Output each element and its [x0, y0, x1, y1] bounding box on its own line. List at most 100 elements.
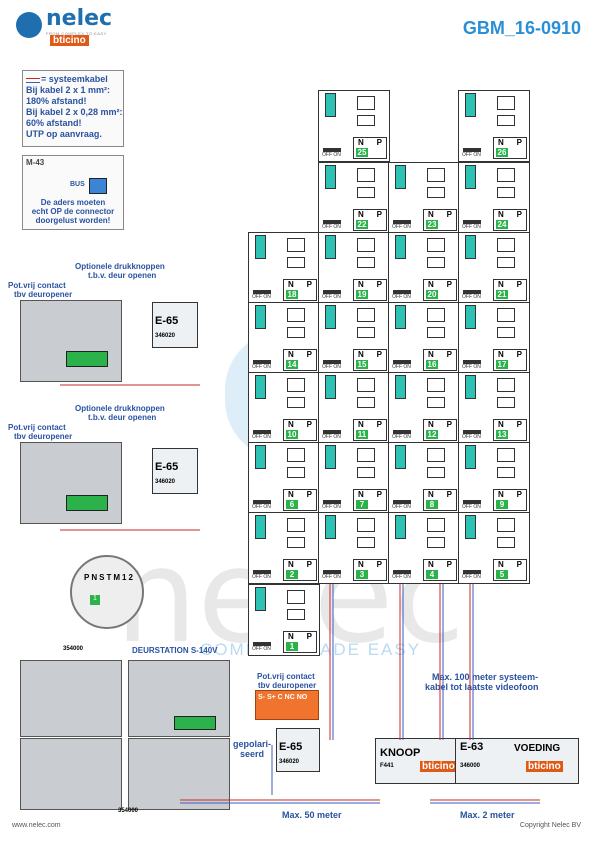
n-label: N	[428, 280, 434, 289]
unit-terminal-icon	[395, 165, 406, 189]
monitor-icon	[357, 308, 375, 322]
legend-line-2: Bij kabel 2 x 1 mm²:	[26, 85, 111, 95]
offon-label: OFF ON	[462, 294, 481, 300]
m43-box: M-43 BUS De aders moeten echt OP de conn…	[22, 155, 124, 230]
offon-switch-icon	[393, 360, 411, 364]
n-label: N	[288, 350, 294, 359]
n-label: N	[498, 490, 504, 499]
offon-switch-icon	[253, 360, 271, 364]
offon-label: OFF ON	[462, 504, 481, 510]
bticino-logo: bticino	[50, 35, 89, 46]
handset-icon	[497, 115, 515, 126]
legend-line-1: = systeemkabel	[41, 74, 108, 84]
n-label: N	[358, 280, 364, 289]
unit-terminal-icon	[325, 235, 336, 259]
offon-switch-icon	[253, 642, 271, 646]
m43-text-1: De aders moeten	[40, 198, 106, 207]
offon-label: OFF ON	[322, 574, 341, 580]
offon-switch-icon	[323, 148, 341, 152]
handset-icon	[357, 187, 375, 198]
logo-text: nelec	[46, 6, 113, 31]
offon-label: OFF ON	[322, 434, 341, 440]
handset-icon	[357, 467, 375, 478]
upper-psu-label: E-65	[155, 315, 179, 327]
p-label: P	[376, 350, 382, 359]
offon-switch-icon	[393, 290, 411, 294]
unit-terminal-icon	[465, 165, 476, 189]
p-label: P	[446, 490, 452, 499]
monitor-icon	[497, 96, 515, 110]
p-label: P	[306, 560, 312, 569]
offon-label: OFF ON	[462, 434, 481, 440]
monitor-icon	[357, 238, 375, 252]
unit-number: 8	[426, 500, 438, 509]
lower-psu-code: 346020	[155, 479, 176, 485]
n-label: N	[498, 420, 504, 429]
n-label: N	[498, 210, 504, 219]
monitor-icon	[287, 448, 305, 462]
zoom-selected-terminal: 1	[90, 595, 100, 605]
unit-number: 13	[496, 430, 508, 439]
unit-number: 1	[286, 642, 298, 651]
monitor-icon	[497, 448, 515, 462]
offon-label: OFF ON	[462, 574, 481, 580]
handset-icon	[357, 327, 375, 338]
n-label: N	[288, 632, 294, 641]
handset-icon	[357, 537, 375, 548]
offon-label: OFF ON	[392, 574, 411, 580]
unit-terminal-icon	[325, 305, 336, 329]
unit-number: 26	[496, 148, 508, 157]
upper-opt-label-1: Optionele drukknoppen	[75, 262, 165, 271]
offon-switch-icon	[323, 430, 341, 434]
offon-switch-icon	[323, 360, 341, 364]
offon-label: OFF ON	[462, 224, 481, 230]
upper-psu-code: 346020	[155, 333, 176, 339]
offon-switch-icon	[323, 570, 341, 574]
footer-right: Copyright Nelec BV	[519, 822, 581, 829]
offon-switch-icon	[323, 220, 341, 224]
n-label: N	[498, 350, 504, 359]
offon-label: OFF ON	[252, 364, 271, 370]
offon-switch-icon	[253, 500, 271, 504]
n-label: N	[428, 560, 434, 569]
m43-text-2: echt OP de connector	[31, 207, 115, 216]
p-label: P	[306, 420, 312, 429]
monitor-icon	[287, 308, 305, 322]
footer-left: www.nelec.com	[12, 822, 61, 829]
handset-icon	[427, 257, 445, 268]
unit-number: 20	[426, 290, 438, 299]
unit-number: 16	[426, 360, 438, 369]
polarized-label-1: gepolari-	[233, 739, 272, 749]
handset-icon	[427, 467, 445, 478]
n-label: N	[428, 420, 434, 429]
legend-line-3: 180% afstand!	[26, 96, 87, 106]
monitor-icon	[287, 238, 305, 252]
offon-label: OFF ON	[392, 364, 411, 370]
handset-icon	[497, 467, 515, 478]
offon-label: OFF ON	[322, 504, 341, 510]
upper-pot-label-1: Pot.vrij contact	[8, 281, 66, 290]
offon-switch-icon	[463, 360, 481, 364]
unit-terminal-icon	[395, 375, 406, 399]
note-max2: Max. 2 meter	[460, 810, 515, 820]
m43-text-3: doorgelust worden!	[35, 216, 111, 225]
offon-switch-icon	[463, 220, 481, 224]
